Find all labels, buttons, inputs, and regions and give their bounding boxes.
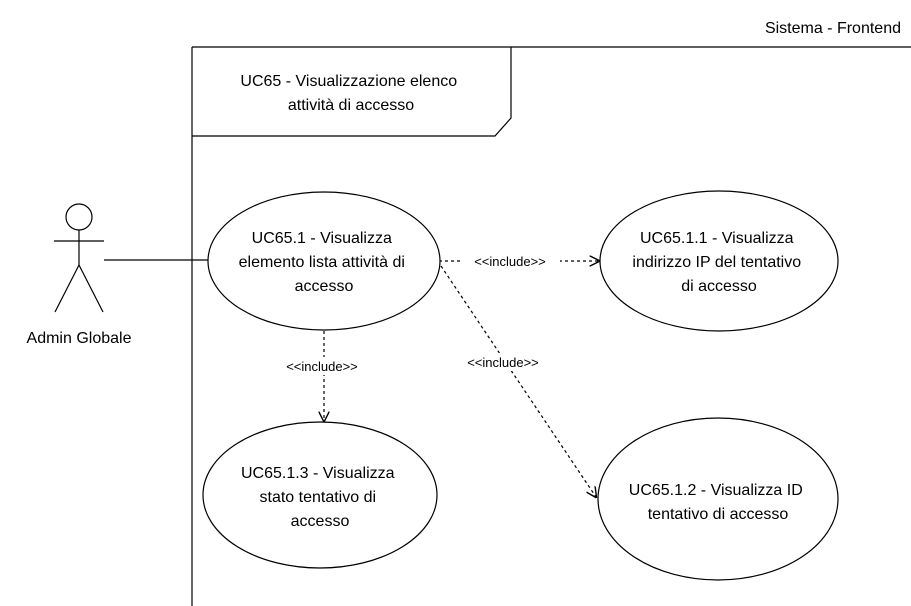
- actor-stick-figure: [54, 203, 104, 313]
- include-label-uc65-1-1: <<include>>: [474, 254, 546, 269]
- use-case-uc65-1-2[interactable]: [597, 417, 839, 581]
- use-case-uc65-1-1-label: UC65.1.1 - Visualizza indirizzo IP del t…: [632, 230, 805, 295]
- use-case-uc65-1-2-label: UC65.1.2 - Visualizza ID tentativo di ac…: [629, 482, 807, 523]
- use-case-uc65-1-3[interactable]: [202, 421, 438, 569]
- use-case-uc65-1[interactable]: [207, 191, 441, 331]
- include-label-uc65-1-3: <<include>>: [286, 359, 358, 374]
- actor-label: Admin Globale: [27, 330, 132, 347]
- system-boundary-label: Sistema - Frontend: [765, 20, 901, 37]
- frame-title: UC65 - Visualizzazione elenco attività d…: [240, 73, 461, 114]
- include-label-uc65-1-2: <<include>>: [467, 355, 539, 370]
- use-case-uc65-1-1[interactable]: [599, 190, 839, 332]
- system-frame: [191, 46, 911, 606]
- use-case-uc65-1-3-label: UC65.1.3 - Visualizza stato tentativo di…: [241, 465, 399, 530]
- use-case-uc65-1-label: UC65.1 - Visualizza elemento lista attiv…: [239, 230, 410, 295]
- include-arrow-uc65-1-2: [440, 265, 596, 497]
